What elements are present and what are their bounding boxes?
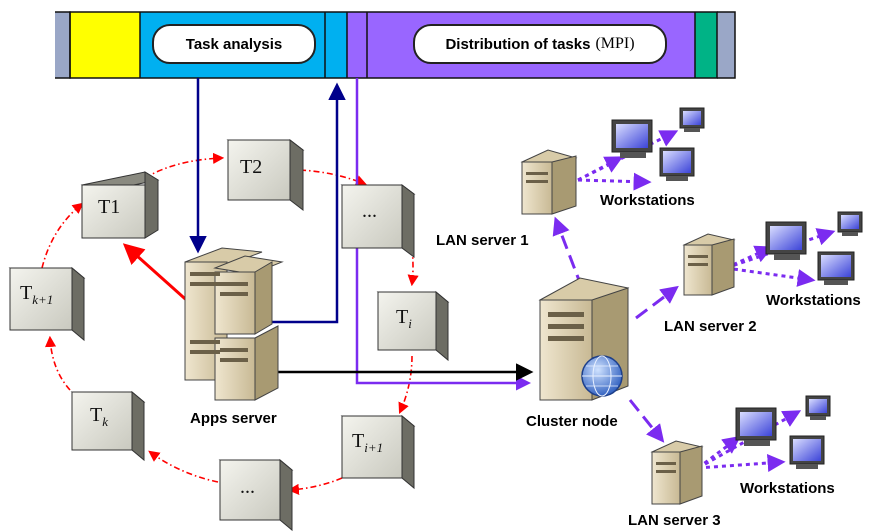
arrow-tk-tk1 bbox=[44, 335, 71, 391]
arrow-bottom-tk bbox=[148, 450, 219, 483]
workstations-label-3: Workstations bbox=[740, 480, 835, 497]
mpi-label: (MPI) bbox=[595, 35, 635, 52]
link-cluster-lan2 bbox=[635, 285, 679, 320]
top-ellipsis-label: ... bbox=[362, 200, 377, 222]
workstations-label-2: Workstations bbox=[766, 292, 861, 309]
monitor-icon bbox=[679, 107, 705, 132]
apps-server-icon bbox=[184, 247, 284, 401]
lan-server-2-label: LAN server 2 bbox=[664, 318, 757, 335]
monitor-icon bbox=[837, 211, 863, 236]
lan-server-2-icon bbox=[682, 233, 736, 296]
task-box-bottom-ellipsis bbox=[218, 458, 294, 532]
t1-label: T1 bbox=[98, 196, 121, 218]
task-analysis-label: Task analysis bbox=[185, 35, 283, 53]
monitor-icon bbox=[735, 407, 777, 446]
ti1-label: Ti+1 bbox=[352, 430, 384, 455]
workstations-group-1 bbox=[611, 107, 705, 181]
task-box-t1 bbox=[80, 171, 160, 239]
t2-label: T2 bbox=[240, 156, 263, 178]
lan-server-1-label: LAN server 1 bbox=[436, 232, 529, 249]
tk-label: Tk bbox=[90, 404, 108, 429]
apps-server-label: Apps server bbox=[190, 410, 277, 427]
monitor-icon bbox=[765, 221, 807, 260]
lan-server-3-icon bbox=[650, 440, 704, 505]
workstations-group-2 bbox=[765, 211, 863, 285]
link-cluster-lan1 bbox=[552, 216, 584, 289]
task-box-ti bbox=[376, 290, 450, 362]
monitor-icon bbox=[817, 251, 855, 285]
arrow-tk1-t1 bbox=[41, 202, 84, 269]
task-box-tk bbox=[70, 390, 146, 462]
lan-server-3-label: LAN server 3 bbox=[628, 512, 721, 529]
task-box-ti1 bbox=[340, 414, 416, 490]
link-cluster-lan3 bbox=[628, 399, 665, 443]
arrow-t1-t2 bbox=[144, 152, 225, 179]
distribution-label: Distribution of tasks bbox=[445, 35, 591, 53]
arrow-t2-top bbox=[299, 169, 368, 186]
tk1-label: Tk+1 bbox=[20, 282, 54, 307]
monitor-icon bbox=[611, 119, 653, 158]
ti-label: Ti bbox=[396, 306, 412, 331]
arrow-ti-ti1 bbox=[398, 355, 413, 415]
lan-links bbox=[552, 216, 679, 443]
task-box-tk1 bbox=[8, 266, 86, 342]
task-box-top-ellipsis bbox=[340, 184, 416, 258]
task-box-t2 bbox=[226, 138, 305, 212]
monitor-icon bbox=[789, 435, 825, 469]
workstations-label-1: Workstations bbox=[600, 192, 695, 209]
cluster-node-label: Cluster node bbox=[526, 413, 618, 430]
monitor-icon bbox=[805, 395, 831, 420]
workstations-group-3 bbox=[735, 395, 831, 469]
lan-server-1-icon bbox=[520, 149, 578, 215]
arrow-apps-to-t1 bbox=[122, 243, 193, 307]
bottom-ellipsis-label: ... bbox=[240, 476, 255, 498]
task-analysis-pill: Task analysis bbox=[152, 24, 316, 64]
distribution-pill: Distribution of tasks (MPI) bbox=[413, 24, 667, 64]
cluster-node-icon bbox=[538, 277, 630, 401]
arrow-distribution-to-cluster bbox=[355, 78, 531, 391]
arrow-ti1-bottom bbox=[287, 477, 343, 495]
monitor-icon bbox=[659, 147, 695, 181]
arrow-apps-to-pipeline bbox=[272, 82, 346, 324]
